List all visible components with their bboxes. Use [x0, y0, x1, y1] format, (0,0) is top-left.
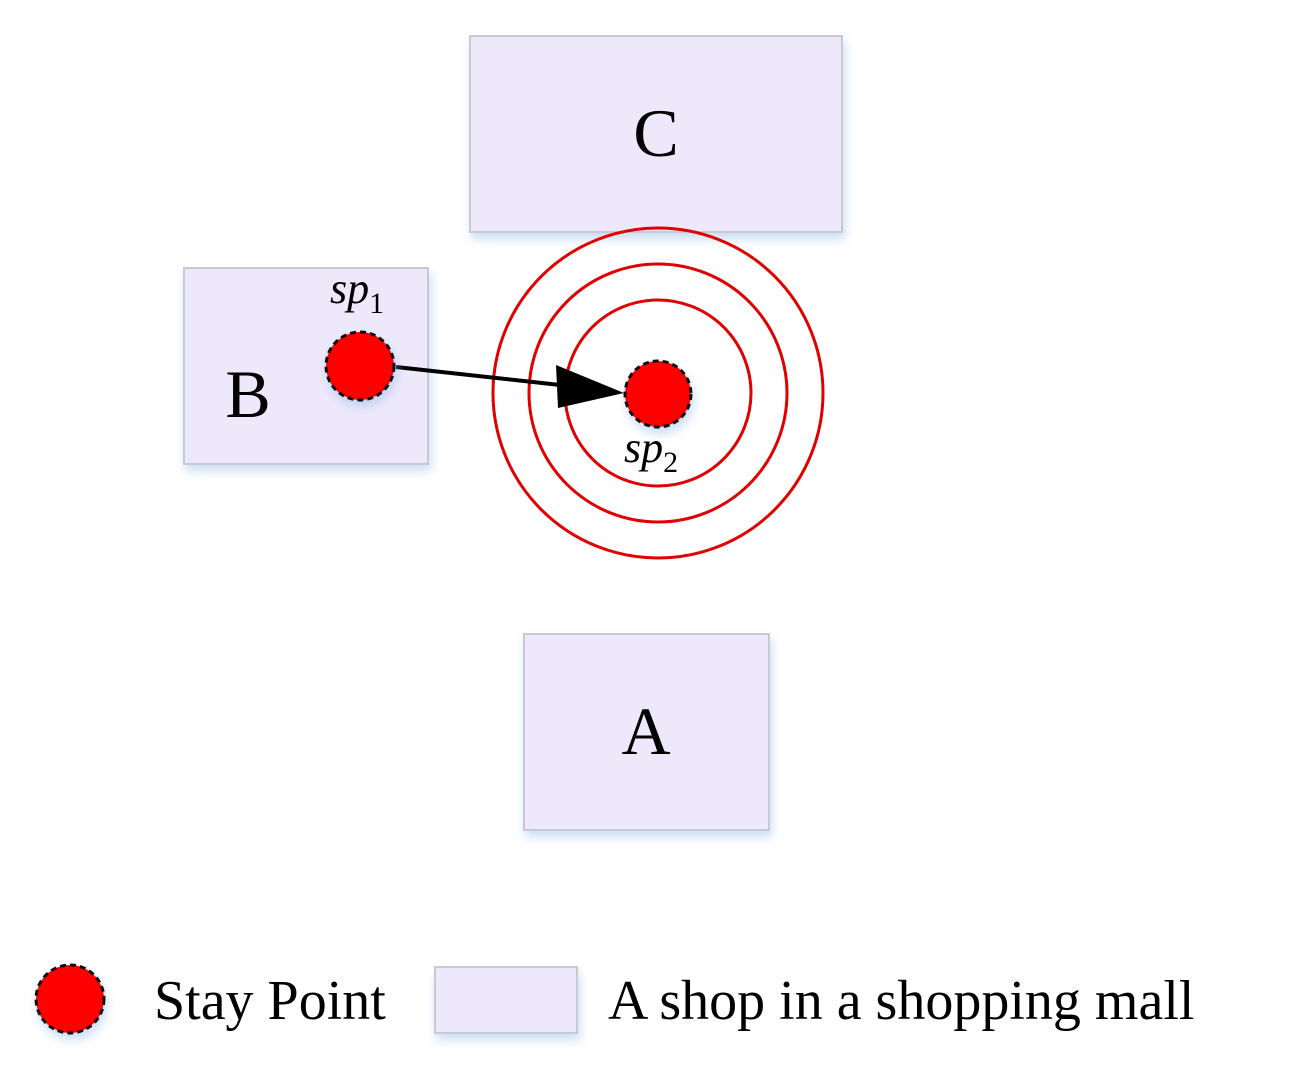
sp1-label-subscript: 1: [369, 287, 384, 320]
sp2-label: sp2: [624, 423, 678, 479]
range-ring-middle: [527, 262, 789, 524]
shop-a-box: [523, 633, 770, 831]
legend-shop-label: A shop in a shopping mall: [608, 970, 1194, 1032]
sp2-label-base: sp: [624, 423, 663, 472]
legend-stay-point-label: Stay Point: [154, 970, 386, 1032]
stay-point-sp1: sp1: [324, 264, 396, 402]
sp1-label-base: sp: [330, 264, 369, 313]
legend-stay-point-icon: [34, 963, 106, 1035]
sp1-label: sp1: [330, 264, 384, 320]
shop-c: C: [469, 35, 843, 233]
movement-arrow-head: [556, 365, 624, 408]
shop-b-label: B: [225, 356, 270, 432]
shop-a: A: [523, 633, 770, 831]
shop-c-label: C: [633, 95, 678, 171]
sp2-label-subscript: 2: [663, 446, 678, 479]
shop-a-label: A: [621, 693, 670, 769]
stay-point-sp2-marker: [623, 359, 693, 429]
legend-shop-swatch: [434, 966, 578, 1034]
shop-c-box: [469, 35, 843, 233]
stay-point-sp1-marker: [324, 330, 396, 402]
stay-point-sp2: sp2: [623, 359, 693, 479]
legend: Stay Point A shop in a shopping mall: [34, 963, 1194, 1035]
movement-arrow-shaft: [395, 365, 561, 387]
range-ring-outer: [491, 226, 825, 560]
shop-b: B: [183, 267, 429, 465]
